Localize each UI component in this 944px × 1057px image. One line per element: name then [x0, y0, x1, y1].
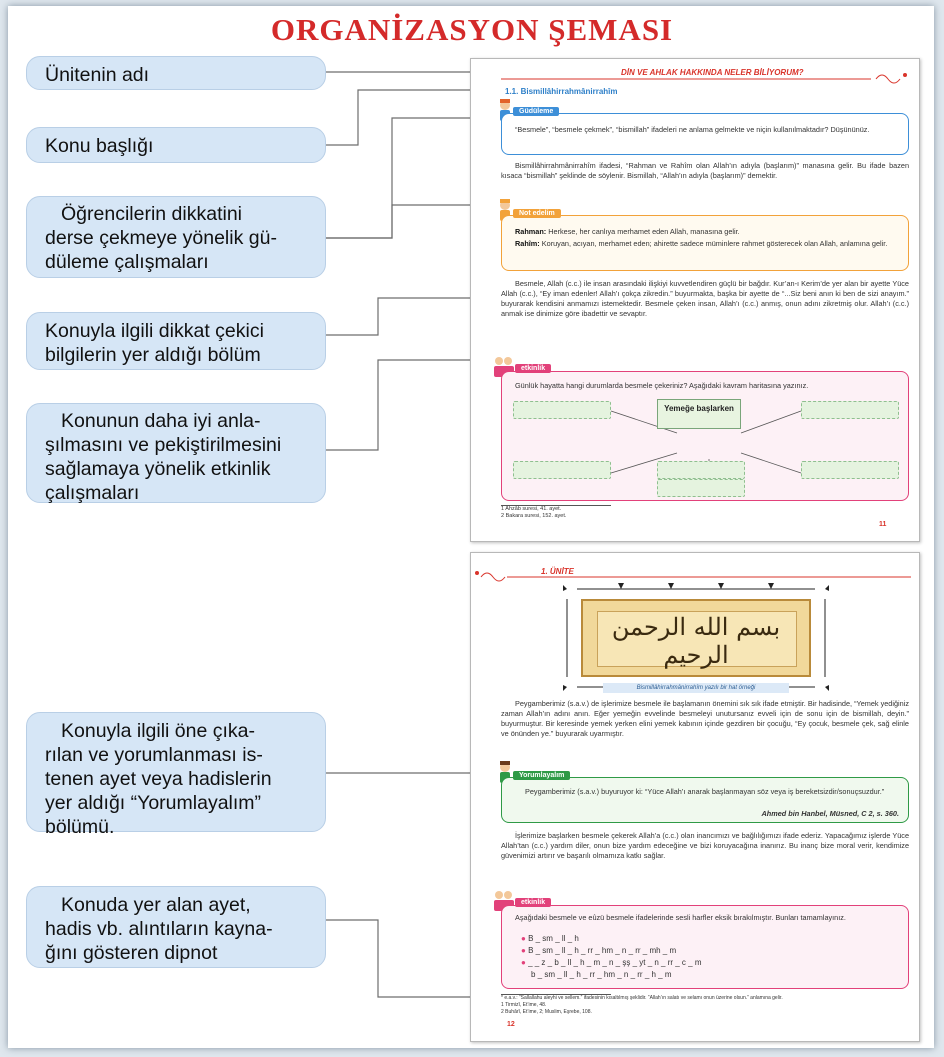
- topic-heading: 1.1. Bismillâhirrahmânirrahîm: [505, 87, 618, 96]
- book-page-12: 1. ÜNİTE بسم الله الرحمن الرحيم Bismillâ…: [470, 552, 920, 1042]
- label-line: sağlamaya yönelik etkinlik: [45, 458, 271, 480]
- book-page-11: DİN VE AHLAK HAKKINDA NELER BİLİYORUM? 1…: [470, 58, 920, 542]
- note-rahim-label: Rahîm:: [515, 239, 540, 248]
- yorum-tag: Yorumlayalım: [513, 771, 571, 780]
- label-line: Konuda yer alan ayet,: [61, 894, 251, 916]
- label-activity: Konunun daha iyi anla- şılmasını ve peki…: [26, 403, 326, 504]
- motivation-tag: Güdüleme: [513, 107, 560, 116]
- label-line: çalışmaları: [45, 482, 140, 504]
- footnote-2: 1 Tirmizî, Et’ime, 48.: [501, 1002, 547, 1008]
- concept-map-lines: [610, 410, 802, 474]
- footnote-rule: [501, 505, 611, 506]
- footnote-2: 2 Bakara suresi, 152. ayet.: [501, 513, 567, 519]
- vowel-row: ● B _ sm _ ll _ h: [521, 934, 579, 943]
- page-title: ORGANİZASYON ŞEMASI: [270, 12, 674, 47]
- paragraph-2: İşlerimize başlarken besmele çekerek All…: [501, 831, 909, 860]
- label-line: Ünitenin adı: [45, 64, 150, 86]
- label-line: düleme çalışmaları: [45, 251, 209, 273]
- unit-header: 1. ÜNİTE: [541, 567, 574, 576]
- vowel-row: ● B _ sm _ ll _ h _ rr _ hm _ n _ rr _ m…: [521, 946, 677, 955]
- vowel-row-text: B _ sm _ ll _ h: [528, 934, 579, 943]
- label-line: bilgilerin yer aldığı bölüm: [45, 344, 261, 366]
- paragraph-1: Bismillâhirrahmânirrahîm ifadesi, “Rahma…: [501, 161, 909, 180]
- footnote-1: 1 Ahzâb suresi, 41. ayet.: [501, 506, 562, 512]
- map-slot[interactable]: [801, 401, 899, 419]
- yorum-box: [501, 777, 909, 823]
- map-slot[interactable]: [513, 401, 611, 419]
- map-center: Yemeğe başlarken: [657, 399, 741, 429]
- note-rahim: Rahîm: Koruyan, acıyan, merhamet eden; a…: [515, 239, 899, 249]
- label-unit-name: Ünitenin adı: [26, 56, 326, 90]
- label-line: ğını gösteren dipnot: [45, 942, 218, 964]
- note-rahim-text: Koruyan, acıyan, merhamet eden; ahirette…: [541, 239, 888, 248]
- paragraph-1: Peygamberimiz (s.a.v.) de işlerimize bes…: [501, 699, 909, 738]
- footnote-3: 2 Buhârî, Et’ime, 2; Muslim, Eşrebe, 108…: [501, 1009, 592, 1015]
- label-line: hadis vb. alıntıların kayna-: [45, 918, 273, 940]
- footnote-rule: [501, 994, 611, 995]
- yorum-text: Peygamberimiz (s.a.v.) buyuruyor ki: “Yü…: [525, 787, 885, 796]
- vowel-row: ● _ _ z _ b _ ll _ h _ m _ n _ şş _ yt _…: [521, 958, 702, 967]
- page-number: 12: [507, 1021, 515, 1028]
- note-tag: Not edelim: [513, 209, 561, 218]
- motivation-text: “Besmele”, “besmele çekmek”, “bismillah”…: [515, 125, 870, 134]
- note-box: [501, 215, 909, 271]
- note-rahman-label: Rahman:: [515, 227, 547, 236]
- note-rahman: Rahman: Herkese, her canlıya merhamet ed…: [515, 227, 899, 237]
- header-ornament: [475, 571, 911, 582]
- yorum-source: Ahmed bin Hanbel, Müsned, C 2, s. 360.: [761, 809, 899, 818]
- paragraph-2: Besmele, Allah (c.c.) ile insan arasında…: [501, 279, 909, 318]
- vowel-row: b _ sm _ ll _ h _ rr _ hm _ n _ rr _ h _…: [531, 970, 672, 979]
- vowel-row-text: b _ sm _ ll _ h _ rr _ hm _ n _ rr _ h _…: [531, 970, 672, 979]
- activity-text: Aşağıdaki besmele ve eûzü besmele ifadel…: [515, 913, 846, 922]
- calligraphy-caption: Bismillâhirrahmânirrahîm yazılı bir hat …: [603, 683, 789, 693]
- label-topic-title: Konu başlığı: [26, 127, 326, 163]
- header-ornament: [501, 73, 907, 84]
- label-attention-info: Konuyla ilgili dikkat çekici bilgilerin …: [26, 312, 326, 370]
- label-line: rılan ve yorumlanması is-: [45, 744, 263, 766]
- map-slot[interactable]: [513, 461, 611, 479]
- label-line: şılmasını ve pekiştirilmesini: [45, 434, 282, 456]
- activity-box: [501, 905, 909, 989]
- label-line: Öğrencilerin dikkatini: [61, 203, 242, 225]
- label-line: Konunun daha iyi anla-: [61, 410, 261, 432]
- map-slot[interactable]: [801, 461, 899, 479]
- note-rahman-text: Herkese, her canlıya merhamet eden Allah…: [548, 227, 740, 236]
- label-line: Konuyla ilgili öne çıka-: [61, 720, 256, 742]
- map-slot[interactable]: [657, 479, 745, 497]
- label-line: Konu başlığı: [45, 135, 154, 157]
- activity-tag: etkinlik: [515, 898, 552, 907]
- activity-tag: etkinlik: [515, 364, 552, 373]
- label-motivation: Öğrencilerin dikkatini derse çekmeye yön…: [26, 196, 326, 278]
- vowel-row-text: B _ sm _ ll _ h _ rr _ hm _ n _ rr _ mh …: [528, 946, 677, 955]
- label-line: bölümü.: [45, 816, 115, 838]
- label-line: tenen ayet veya hadislerin: [45, 768, 272, 790]
- calligraphy-panel: [581, 599, 811, 677]
- label-yorumlayalim: Konuyla ilgili öne çıka- rılan ve yoruml…: [26, 712, 326, 838]
- activity-text: Günlük hayatta hangi durumlarda besmele …: [515, 381, 809, 390]
- label-line: Konuyla ilgili dikkat çekici: [45, 320, 264, 342]
- label-footnote: Konuda yer alan ayet, hadis vb. alıntıla…: [26, 886, 326, 968]
- footnote-1: * e.a.v.: “Sallallahu aleyhi ve sellem.”…: [501, 995, 783, 1001]
- label-line: yer aldığı “Yorumlayalım”: [45, 792, 262, 814]
- label-line: derse çekmeye yönelik gü-: [45, 227, 277, 249]
- vowel-row-text: _ _ z _ b _ ll _ h _ m _ n _ şş _ yt _ n…: [528, 958, 702, 967]
- map-slot[interactable]: [657, 461, 745, 479]
- page-number: 11: [879, 521, 887, 528]
- calligraphy-text: بسم الله الرحمن الرحيم: [611, 613, 781, 669]
- unit-header: DİN VE AHLAK HAKKINDA NELER BİLİYORUM?: [621, 68, 804, 77]
- motivation-box: [501, 113, 909, 155]
